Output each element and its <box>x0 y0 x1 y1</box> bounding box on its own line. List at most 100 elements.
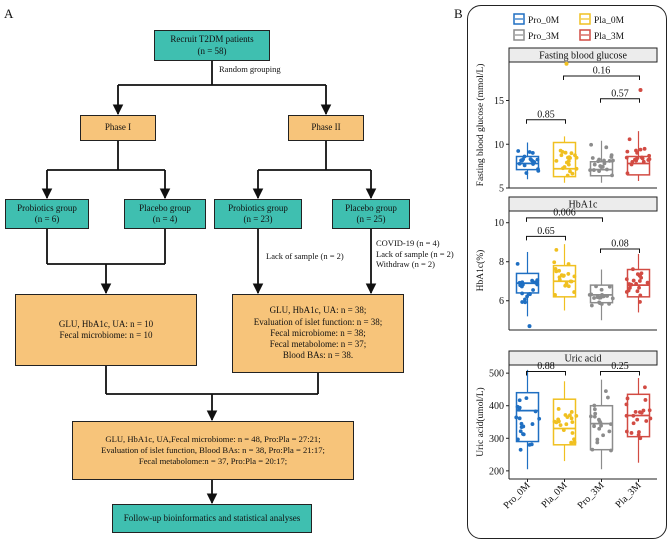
data-point <box>639 410 644 415</box>
data-point <box>574 166 579 171</box>
data-point <box>635 150 640 155</box>
data-point <box>590 156 595 160</box>
data-point <box>561 166 565 171</box>
bracket-line <box>526 371 566 376</box>
data-point <box>595 437 600 442</box>
box-pro_0m <box>515 251 540 329</box>
note-lack-of-sample: Lack of sample (n = 2) <box>266 251 344 261</box>
data-point <box>624 155 629 160</box>
legend-swatch-pro_0m <box>513 13 525 25</box>
y-tick-label: 5 <box>499 184 504 195</box>
data-point <box>638 436 643 441</box>
data-point <box>566 284 571 289</box>
data-point <box>638 293 643 298</box>
data-point <box>610 173 614 178</box>
data-point <box>556 407 561 411</box>
data-point <box>637 430 641 434</box>
data-point <box>516 149 521 153</box>
data-point <box>560 150 565 154</box>
data-point <box>524 171 529 175</box>
data-point <box>525 294 529 299</box>
legend-label-pro_0m: Pro_0M <box>528 16 560 26</box>
p-value-label: 0.57 <box>611 88 629 99</box>
data-point <box>606 395 610 400</box>
data-point <box>590 447 595 452</box>
data-point <box>598 420 603 425</box>
data-point <box>566 159 571 164</box>
data-point <box>523 300 528 305</box>
outlier-point <box>527 324 532 329</box>
p-value-label: 0.85 <box>537 109 555 120</box>
bracket-line <box>600 98 640 103</box>
box-pla_3m <box>624 378 653 463</box>
data-point <box>605 294 610 298</box>
data-point <box>595 295 600 299</box>
data-point <box>597 426 602 431</box>
y-tick-label: 10 <box>494 218 504 229</box>
p-value-label: 0.08 <box>611 239 629 250</box>
data-point <box>568 169 572 174</box>
comparison-bracket: 0.08 <box>600 239 640 254</box>
data-point <box>516 437 520 442</box>
data-point <box>569 151 574 156</box>
data-point <box>625 396 630 401</box>
y-axis-label: Fasting blood glucose (mmol/L) <box>475 64 486 187</box>
data-point <box>553 293 557 297</box>
data-point <box>529 157 534 162</box>
p2-summary-box: GLU, HbA1c, UA: n = 38; Evaluation of is… <box>232 294 404 373</box>
data-point <box>637 285 641 290</box>
box-pro_3m <box>587 269 615 321</box>
data-point <box>597 157 601 162</box>
data-point <box>570 431 575 435</box>
data-point <box>624 277 629 282</box>
data-point <box>535 282 540 287</box>
bracket-line <box>526 217 603 222</box>
chart-title: Uric acid <box>565 354 602 365</box>
panel-b-frame <box>467 5 667 539</box>
legend-label-pla_0m: Pla_0M <box>594 16 625 26</box>
data-point <box>524 396 529 401</box>
data-point <box>625 149 630 154</box>
combined-summary-box: GLU, HbA1c, UA,Fecal microbiome: n = 48,… <box>72 421 354 480</box>
data-point <box>517 280 522 285</box>
data-point <box>522 163 527 168</box>
panel-a-label: A <box>4 6 14 21</box>
data-point <box>570 420 575 425</box>
data-point <box>520 282 525 287</box>
data-point <box>597 169 601 173</box>
data-point <box>608 422 613 427</box>
y-tick-label: 200 <box>489 466 504 477</box>
x-tick-label-pla_0m: Pla_0M <box>539 480 569 510</box>
data-point <box>624 402 629 407</box>
data-point <box>527 292 532 297</box>
data-point <box>624 290 629 294</box>
strip-header <box>508 196 658 212</box>
bracket-line <box>526 235 566 241</box>
comparison-bracket: 0.006 <box>526 207 603 222</box>
data-point <box>588 168 593 173</box>
legend-label-pro_3m: Pro_3M <box>528 32 560 42</box>
data-point <box>638 147 643 152</box>
data-point <box>572 290 577 294</box>
comparison-bracket: 0.16 <box>563 66 640 80</box>
box-pro_0m <box>515 142 541 180</box>
data-point <box>517 407 521 412</box>
phase1-box: Phase I <box>80 115 156 141</box>
data-point <box>592 414 597 419</box>
data-point <box>633 410 638 414</box>
data-point <box>643 385 647 390</box>
data-point <box>646 158 651 162</box>
data-point <box>592 162 597 167</box>
data-point <box>566 262 571 266</box>
data-point <box>554 269 559 274</box>
y-tick-label: 300 <box>489 434 504 445</box>
phase2-box: Phase II <box>288 115 364 141</box>
chart-title: HbA1c <box>569 200 598 211</box>
data-point <box>593 411 598 416</box>
random-grouping-label: Random grouping <box>219 64 281 74</box>
data-point <box>602 161 607 166</box>
